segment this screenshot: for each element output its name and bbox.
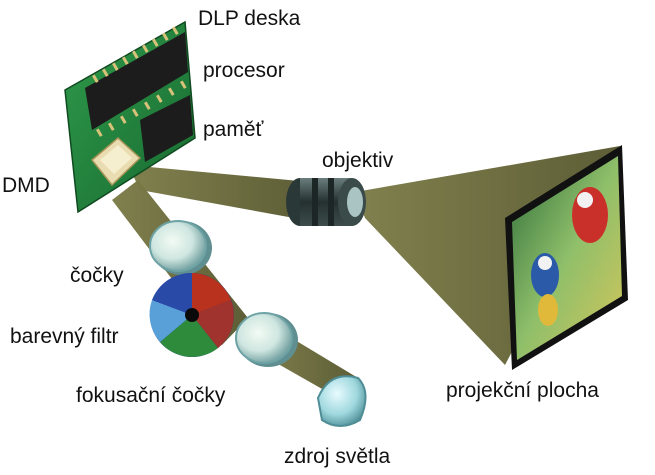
label-projection-screen: projekční plocha bbox=[446, 379, 599, 402]
light-beam-dmd-to-objective bbox=[128, 165, 310, 220]
label-color-filter: barevný filtr bbox=[10, 325, 119, 348]
processor-pins bbox=[92, 26, 187, 137]
label-objective: objektiv bbox=[322, 149, 394, 172]
label-dmd: DMD bbox=[2, 174, 50, 197]
label-processor: procesor bbox=[203, 59, 285, 82]
dlp-board bbox=[64, 20, 196, 214]
color-filter-wheel bbox=[149, 272, 234, 357]
label-dlp-board: DLP deska bbox=[198, 7, 301, 30]
label-focusing-lenses: fokusační čočky bbox=[76, 384, 226, 407]
focusing-lens bbox=[235, 312, 298, 367]
memory-chip bbox=[140, 95, 193, 162]
light-source-bulb bbox=[316, 375, 367, 427]
label-memory: paměť bbox=[203, 118, 264, 141]
objective-lens bbox=[286, 178, 366, 226]
projection-screen bbox=[505, 145, 628, 370]
label-lenses: čočky bbox=[70, 264, 124, 287]
processor-chip bbox=[85, 32, 188, 130]
condenser-lens bbox=[149, 220, 212, 275]
label-light-source: zdroj světla bbox=[284, 445, 391, 468]
